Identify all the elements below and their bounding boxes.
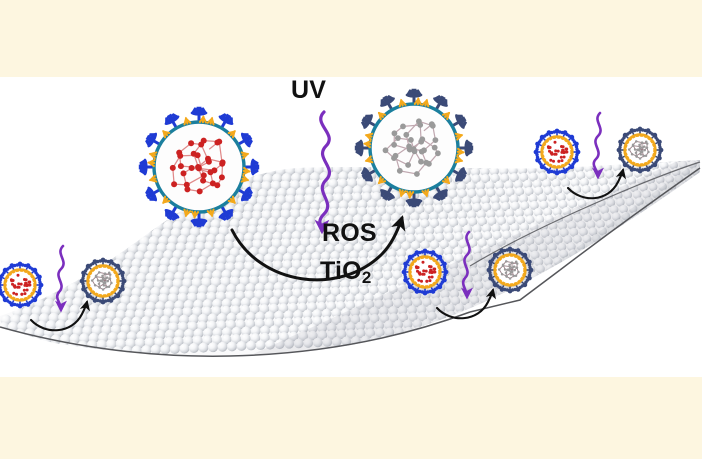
viral-genome-inactive [627,140,650,160]
virus-small-active-mid [401,248,449,296]
transfer-arrow-right [566,167,627,200]
transfer-arrow-mid [435,287,497,320]
tio2-label-subscript: 2 [361,268,372,287]
ros-arrow [230,215,406,282]
transfer-arrow-left [29,299,91,332]
slab-bottom-edge [0,311,471,357]
uv-wave-left [55,244,67,313]
uv-label: UV [291,76,327,104]
viral-genome-inactive [382,118,441,177]
virus-small-inactive-left [79,257,127,305]
slab-right-taper-lower [559,167,701,271]
uv-wave-right [592,111,604,180]
viral-genome-active [169,137,226,195]
uv-wave-main [314,110,331,235]
uv-wave-mid [461,230,473,300]
ros-label: ROS [322,219,377,247]
virus-large-active [138,106,260,228]
virus-small-active-right [533,128,581,176]
slab-bottom-right-edge [469,269,561,313]
viral-genome-active [546,140,569,163]
virus-small-inactive-right [616,126,664,174]
viral-genome-inactive [90,271,113,291]
slab-right-taper-upper [469,161,701,267]
viral-genome-inactive [497,260,520,280]
viral-genome-active [9,273,32,296]
tio2-label: TiO2 [320,257,372,287]
viral-genome-active [414,260,437,283]
virus-small-inactive-mid [486,246,534,294]
virus-large-inactive [354,88,474,208]
tio2-label-text: TiO [320,257,362,285]
virus-small-active-left [0,261,44,309]
